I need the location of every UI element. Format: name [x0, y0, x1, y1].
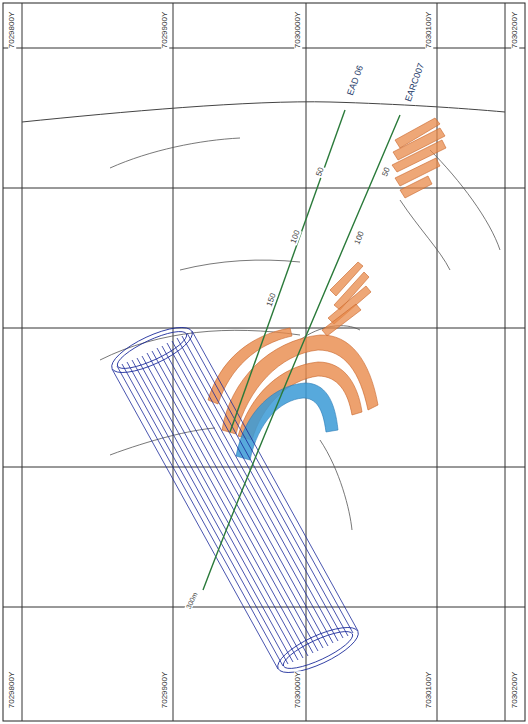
grid-coordinate: 7030200Y — [511, 11, 519, 49]
depth-marker: 50 — [314, 166, 325, 179]
grid-coordinate: 7029800Y — [8, 11, 16, 49]
grid-coordinate: 7029900Y — [161, 11, 169, 49]
depth-marker: 50 — [380, 165, 392, 178]
grid-coordinate: 7030000Y — [294, 11, 302, 49]
drillhole-name: EAD 06 — [346, 63, 366, 97]
drillhole-name: EARC007 — [404, 61, 427, 104]
grid-coordinate: 7030100Y — [425, 11, 433, 49]
grid-coordinate: 7030000Y — [294, 671, 302, 709]
grid-coordinate: 7029900Y — [161, 671, 169, 709]
grid-coordinate: 7030200Y — [511, 671, 519, 709]
depth-marker: 100 — [290, 228, 303, 245]
grid-coordinate: 7030100Y — [425, 671, 433, 709]
depth-marker: 100 — [353, 229, 366, 246]
grid-coordinate: 7029800Y — [8, 671, 16, 709]
